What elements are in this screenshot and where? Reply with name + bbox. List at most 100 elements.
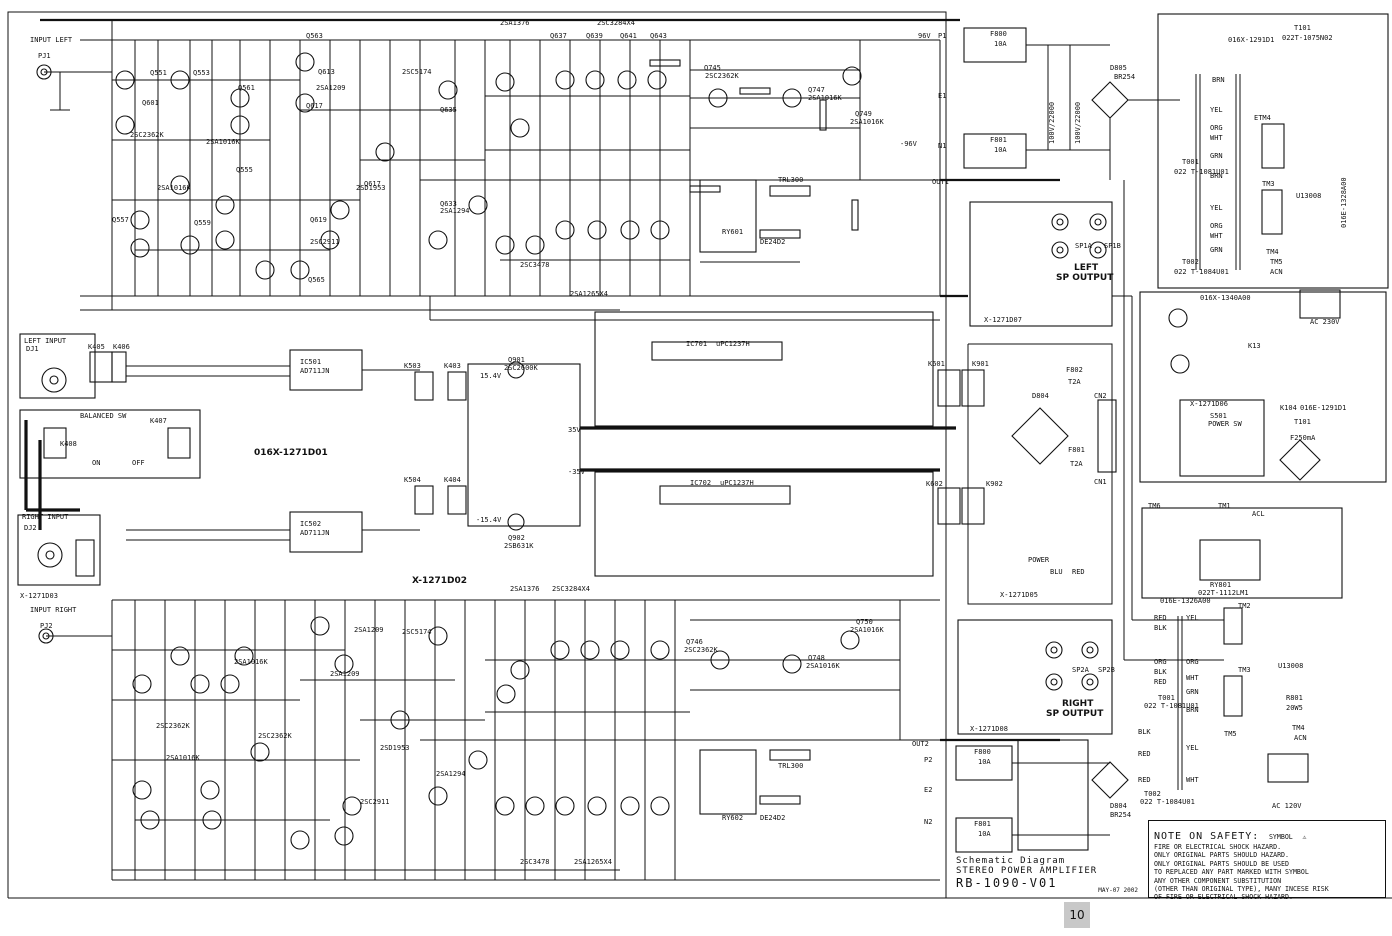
safety-line-4: TO REPLACED ANY PART MARKED WITH SYMBOL xyxy=(1154,868,1309,877)
page-number: 10 xyxy=(1064,902,1090,928)
label-2sc2600k: 2SC2600K xyxy=(504,364,539,372)
right-sp-output-board: X-1271D08 SP2A SP2B RIGHT SP OUTPUT xyxy=(957,619,1115,735)
label-led-blu: BLU xyxy=(1050,568,1063,576)
label-ry602-part: DE24D2 xyxy=(760,814,785,822)
label-r801: R801 xyxy=(1286,694,1303,702)
left-channel-labels: 2SA1376 2SC3284X4 Q551 Q553 Q601 2SC2362… xyxy=(112,19,949,298)
label-q749: Q749 xyxy=(855,110,872,118)
label-wht-d: WHT xyxy=(1186,776,1199,784)
label-sp2b: SP2B xyxy=(1098,666,1115,674)
label-f802: F802 xyxy=(1066,366,1083,374)
speaker-terminal-icon xyxy=(1081,673,1099,691)
label-fuse10a-c: 10A xyxy=(978,758,991,766)
input-left-block: INPUT LEFT PJ1 xyxy=(30,36,112,111)
label-board-x1271d01: 016X-1271D01 xyxy=(254,448,328,458)
label-t001-b: T001 xyxy=(1158,694,1175,702)
label-blk-a: BLK xyxy=(1154,624,1167,632)
label-sw-off: OFF xyxy=(132,459,145,467)
label-yel-a: YEL xyxy=(1210,106,1223,114)
label-q555: Q555 xyxy=(236,166,253,174)
label-ic501: IC501 xyxy=(300,358,321,366)
label-sw-on: ON xyxy=(92,459,100,467)
label-v154: 15.4V xyxy=(480,372,502,380)
label-ry602: RY602 xyxy=(722,814,743,822)
label-minus96: -96V xyxy=(900,140,918,148)
label-q557: Q557 xyxy=(112,216,129,224)
label-2sc2362k-b: 2SC2362K xyxy=(705,72,740,80)
label-2sa1376-bot: 2SA1376 xyxy=(510,585,540,593)
label-n1: N1 xyxy=(938,142,946,150)
label-t001-part-a: 022 T-1081U01 xyxy=(1174,168,1229,176)
label-q617b: Q617 xyxy=(364,180,381,188)
label-out1: OUT1 xyxy=(932,178,949,186)
label-ic702-part: uPC1237H xyxy=(720,479,754,487)
label-cn2: CN2 xyxy=(1094,392,1107,400)
right-channel-labels: 2SA1376 2SC3284X4 2SC2362K 2SA1016K 2SA1… xyxy=(156,585,932,866)
label-wht-a: WHT xyxy=(1210,134,1223,142)
label-t001-part-b: 022 T-1081U01 xyxy=(1144,702,1199,710)
label-k901: K901 xyxy=(972,360,989,368)
label-q643: Q643 xyxy=(650,32,667,40)
label-ic702: IC702 xyxy=(690,479,711,487)
label-d804: D804 xyxy=(1110,802,1127,810)
label-input-right: INPUT RIGHT xyxy=(30,606,77,614)
label-q637: Q637 xyxy=(550,32,567,40)
label-led-red: RED xyxy=(1072,568,1085,576)
interconnect-wires xyxy=(940,178,1224,742)
label-2sd1953-a: 2SD1953 xyxy=(356,184,386,192)
label-n2: N2 xyxy=(924,818,932,826)
label-2sd1953-b: 2SD1953 xyxy=(380,744,410,752)
label-q639: Q639 xyxy=(586,32,603,40)
label-f801-c: F801 xyxy=(974,820,991,828)
input-section: LEFT INPUT DJ1 K405 K406 BALANCED SW ON … xyxy=(17,333,290,644)
label-q613: Q613 xyxy=(318,68,335,76)
label-t101-top: T101 xyxy=(1294,24,1311,32)
label-org-a: ORG xyxy=(1210,124,1223,132)
speaker-terminal-icon xyxy=(1081,641,1099,659)
label-s501: S501 xyxy=(1210,412,1227,420)
safety-line-5: ANY OTHER COMPONENT SUBSTITUTION xyxy=(1154,876,1282,885)
label-power-led: POWER xyxy=(1028,556,1050,564)
safety-line-3: ONLY ORIGINAL PARTS SHOULD BE USED xyxy=(1154,859,1289,868)
label-k602: K602 xyxy=(926,480,943,488)
label-r801-val: 20W5 xyxy=(1286,704,1303,712)
label-t2a-a: T2A xyxy=(1068,378,1081,386)
label-board-x1271d02: X-1271D02 xyxy=(412,576,467,586)
label-x1271d05: X-1271D05 xyxy=(1000,591,1038,599)
label-x1291d1: 016X-1291D1 xyxy=(1228,36,1274,44)
label-q561: Q561 xyxy=(238,84,255,92)
label-e1: E1 xyxy=(938,92,946,100)
label-2sc2911-b: 2SC2911 xyxy=(360,798,390,806)
label-k503: K503 xyxy=(404,362,421,370)
label-grn-c: GRN xyxy=(1186,688,1199,696)
speaker-terminal-icon xyxy=(1089,241,1107,259)
label-x1340a00: 016X-1340A00 xyxy=(1200,294,1251,302)
label-2sa1294-a: 2SA1294 xyxy=(440,207,470,215)
label-grn-a: GRN xyxy=(1210,152,1223,160)
label-blk-b: BLK xyxy=(1154,668,1167,676)
label-fuse10a-a: 10A xyxy=(994,40,1007,48)
label-blk-c: BLK xyxy=(1138,728,1151,736)
label-k405: K405 xyxy=(88,343,105,351)
label-left-sp2: SP OUTPUT xyxy=(1056,273,1114,283)
label-p2: P2 xyxy=(924,756,932,764)
label-2sa1209-b: 2SA1209 xyxy=(354,626,384,634)
label-org-b: ORG xyxy=(1210,222,1223,230)
left-channel-amp xyxy=(40,18,960,321)
label-d804-part: BR254 xyxy=(1110,811,1131,819)
label-yel-d: YEL xyxy=(1186,744,1199,752)
relay-board: 016E-1326A00 TM6 TM1 ACL RY801 022T-1112… xyxy=(1141,502,1343,742)
label-q641: Q641 xyxy=(620,32,637,40)
label-tm4-a: TM4 xyxy=(1266,248,1279,256)
label-p1: P1 xyxy=(938,32,946,40)
label-2sc3478-b: 2SC3478 xyxy=(520,858,550,866)
sheet-border xyxy=(7,11,1392,899)
regulator-section: Q901 2SC2600K Q902 2SB631K 15.4V -15.4V … xyxy=(467,356,956,550)
label-q750: Q750 xyxy=(856,618,873,626)
right-channel-amp xyxy=(111,599,940,881)
label-2sc2911-a: 2SC2911 xyxy=(310,238,340,246)
label-t101-b: T101 xyxy=(1294,418,1311,426)
speaker-terminal-icon xyxy=(1045,641,1063,659)
speaker-terminal-icon xyxy=(1089,213,1107,231)
label-ry801: RY801 xyxy=(1210,581,1231,589)
